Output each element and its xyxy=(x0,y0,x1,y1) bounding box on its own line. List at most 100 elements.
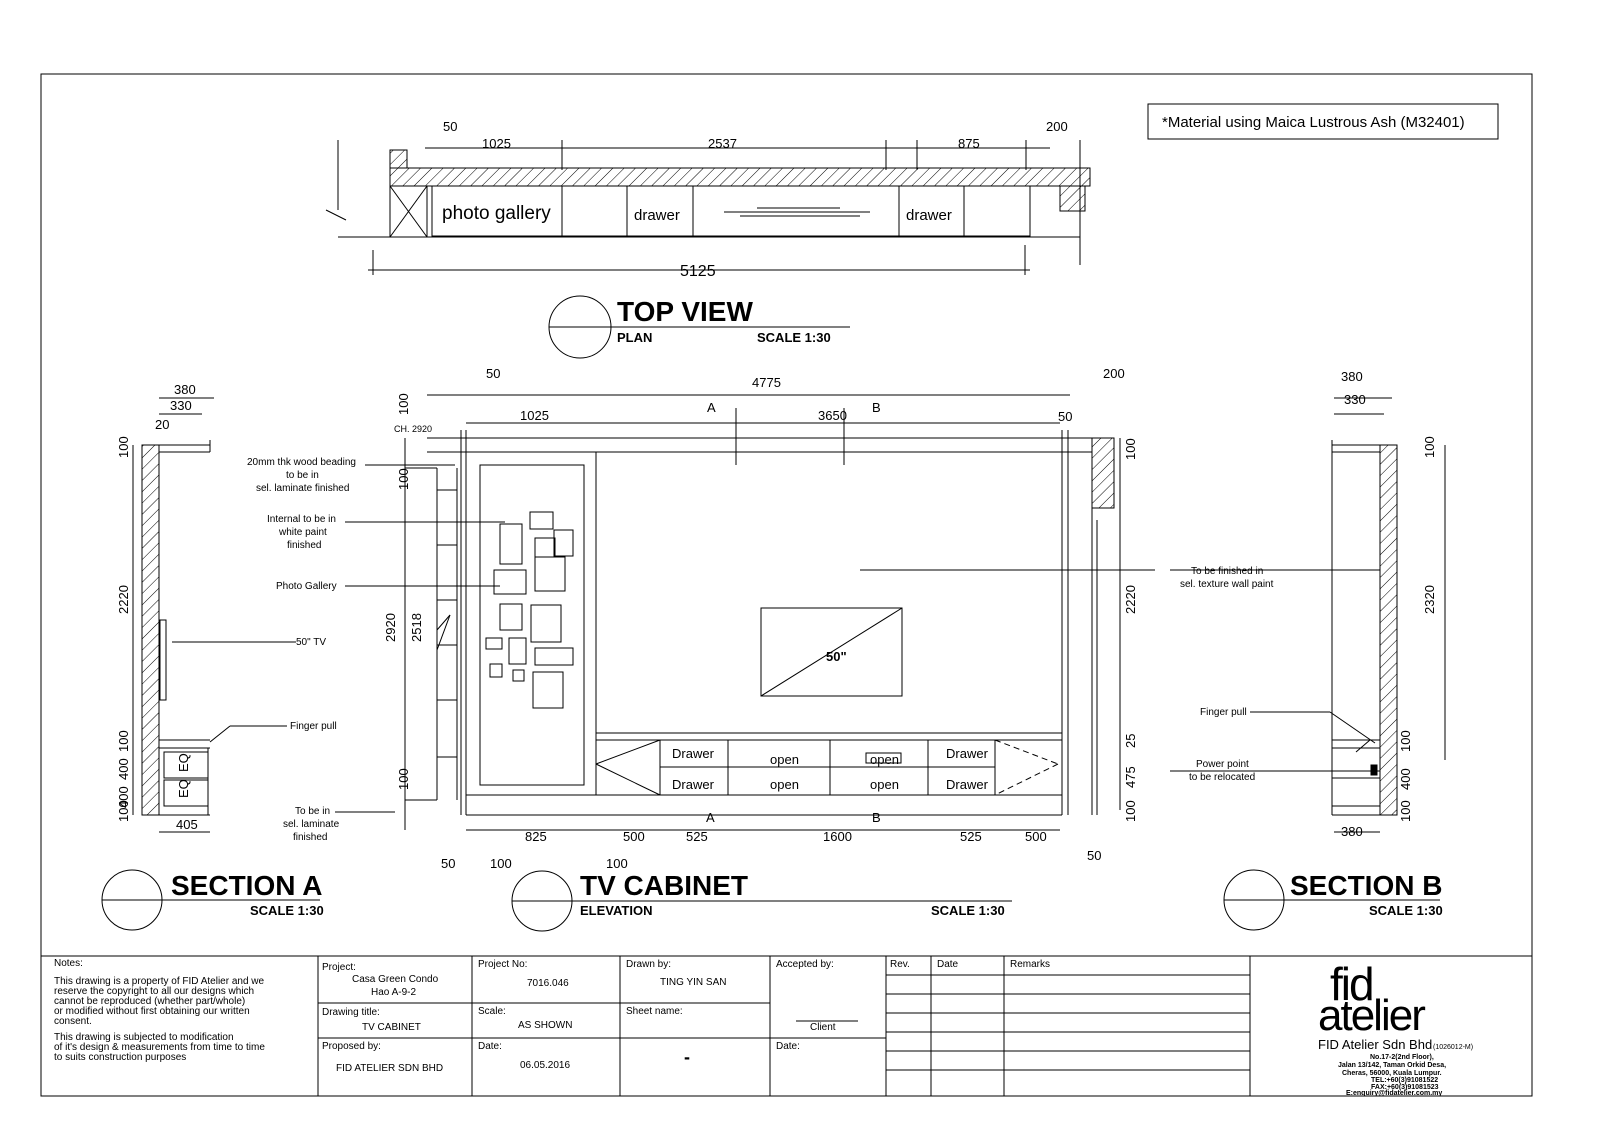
logo-text-atelier: atelier xyxy=(1318,991,1425,1040)
sec-a-dim-400-a: 400 xyxy=(116,758,131,780)
company-logo: fid atelier xyxy=(1318,958,1427,1040)
note-beading-1: 20mm thk wood beading xyxy=(247,457,356,468)
tb-remarks-label: Remarks xyxy=(1010,959,1050,970)
company-name: FID Atelier Sdn Bhd xyxy=(1318,1037,1432,1052)
company-reg: (1026012-M) xyxy=(1433,1044,1473,1051)
elev-dim-50: 50 xyxy=(486,366,500,381)
note-power-point-2: to be relocated xyxy=(1189,772,1255,783)
sec-b-dim-100-mid: 100 xyxy=(1398,730,1413,752)
sec-b-dim-2320: 2320 xyxy=(1422,585,1437,614)
sec-a-dim-20: 20 xyxy=(155,417,169,432)
tb-notes-2-line-1: This drawing is subjected to modificatio… xyxy=(54,1032,234,1043)
section-mark-b-top: B xyxy=(872,400,881,415)
elev-left-100-low: 100 xyxy=(396,768,411,790)
elev-dim-50-right: 50 xyxy=(1058,409,1072,424)
elev-right-100-low: 100 xyxy=(1123,800,1138,822)
tb-scale-value: AS SHOWN xyxy=(518,1020,572,1031)
tb-project-no-label: Project No: xyxy=(478,959,527,970)
tv-size-label: 50" xyxy=(826,649,847,664)
ceiling-height: CH. 2920 xyxy=(394,424,432,434)
top-view-title: TOP VIEW xyxy=(617,296,753,327)
elev-right-100: 100 xyxy=(1123,438,1138,460)
elev-bottom-500: 500 xyxy=(623,829,645,844)
sec-a-dim-100-top: 100 xyxy=(116,436,131,458)
elev-bottom-100-a: 100 xyxy=(490,856,512,871)
elev-bottom-825: 825 xyxy=(525,829,547,844)
tb-date-label: Date: xyxy=(478,1041,502,1052)
elev-bottom-100-b: 100 xyxy=(606,856,628,871)
top-view-scale: SCALE 1:30 xyxy=(757,330,831,345)
company-email: E:enquiry@fidatelier.com.my xyxy=(1346,1090,1442,1097)
sec-a-dim-100-mid: 100 xyxy=(116,730,131,752)
elevation-leaders xyxy=(335,464,1380,813)
top-dim-1025: 1025 xyxy=(482,136,511,151)
elev-right-475: 475 xyxy=(1123,766,1138,788)
elev-dim-200: 200 xyxy=(1103,366,1125,381)
sec-a-dim-330: 330 xyxy=(170,398,192,413)
elev-left-100-mid: 100 xyxy=(396,468,411,490)
section-a-drawing xyxy=(132,397,296,833)
tb-notes-1-line-3: cannot be reproduced (whether part/whole… xyxy=(54,996,245,1007)
cell-open-3: open xyxy=(870,752,899,767)
note-finger-pull-right: Finger pull xyxy=(1200,707,1247,718)
note-wall-paint-2: sel. texture wall paint xyxy=(1180,579,1274,590)
note-laminate-2: sel. laminate xyxy=(283,819,340,830)
cell-open-1: open xyxy=(770,752,799,767)
note-laminate-3: finished xyxy=(293,832,327,843)
company-tel: TEL:+60(3)91081522 xyxy=(1371,1077,1438,1084)
sheet-border xyxy=(40,73,1533,1097)
tb-drawn-by-value: TING YIN SAN xyxy=(660,977,727,988)
note-internal-3: finished xyxy=(287,540,321,551)
top-label-drawer-left: drawer xyxy=(634,207,680,224)
sec-b-dim-400: 400 xyxy=(1398,768,1413,790)
section-b-title-block: SECTION B SCALE 1:30 xyxy=(1223,869,1443,931)
tb-project-label: Project: xyxy=(322,962,356,973)
tb-drawn-by-label: Drawn by: xyxy=(626,959,671,970)
elev-dim-3650: 3650 xyxy=(818,408,847,423)
note-internal-1: Internal to be in xyxy=(267,514,336,525)
note-beading-3: sel. laminate finished xyxy=(256,483,349,494)
tb-drawing-title-value: TV CABINET xyxy=(362,1022,421,1033)
cell-drawer-2: Drawer xyxy=(672,777,715,792)
top-label-photo-gallery: photo gallery xyxy=(442,203,551,224)
top-view-plan xyxy=(325,140,1091,275)
tb-rev-label: Rev. xyxy=(890,959,910,970)
top-dim-875: 875 xyxy=(958,136,980,151)
sec-a-eq-1: EQ xyxy=(176,753,191,772)
title-block-grid xyxy=(41,955,1532,1096)
elev-left-100-top: 100 xyxy=(396,393,411,415)
elevation-title: TV CABINET xyxy=(580,870,748,901)
top-view-subtitle: PLAN xyxy=(617,330,652,345)
sec-b-dim-330: 330 xyxy=(1344,392,1366,407)
sec-a-eq-2: EQ xyxy=(176,779,191,798)
elev-right-2220: 2220 xyxy=(1123,585,1138,614)
company-address-2: Jalan 13/142, Taman Orkid Desa, xyxy=(1338,1062,1446,1069)
elev-bottom-525-right: 525 xyxy=(960,829,982,844)
tb-sheet-name-label: Sheet name: xyxy=(626,1006,683,1017)
material-note-text: *Material using Maica Lustrous Ash (M324… xyxy=(1162,114,1465,131)
tb-project-value-2: Hao A-9-2 xyxy=(371,987,416,998)
tb-rev-date-label: Date xyxy=(937,959,959,970)
top-dim-overall: 5125 xyxy=(680,263,716,280)
section-b-scale: SCALE 1:30 xyxy=(1369,903,1443,918)
tb-accepted-date-label: Date: xyxy=(776,1041,800,1052)
tb-scale-label: Scale: xyxy=(478,1006,506,1017)
tb-drawing-title-label: Drawing title: xyxy=(322,1007,380,1018)
note-power-point-1: Power point xyxy=(1196,759,1249,770)
elev-bottom-525: 525 xyxy=(686,829,708,844)
cell-drawer-3: Drawer xyxy=(946,746,989,761)
note-photo-gallery: Photo Gallery xyxy=(276,581,337,592)
material-note: *Material using Maica Lustrous Ash (M324… xyxy=(1147,103,1499,140)
section-a-title: SECTION A xyxy=(171,870,322,901)
sec-b-dim-100-low: 100 xyxy=(1398,800,1413,822)
sec-a-note-tv: 50" TV xyxy=(296,637,326,648)
tb-notes-label: Notes: xyxy=(54,958,83,969)
cell-drawer-1: Drawer xyxy=(672,746,715,761)
section-a-title-block: SECTION A SCALE 1:30 xyxy=(101,869,324,931)
elev-left-2518: 2518 xyxy=(409,613,424,642)
note-wall-paint-1: To be finished in xyxy=(1191,566,1263,577)
sec-b-dim-380-bottom: 380 xyxy=(1341,824,1363,839)
elev-bottom-50-right: 50 xyxy=(1087,848,1101,863)
sec-a-dim-405: 405 xyxy=(176,817,198,832)
